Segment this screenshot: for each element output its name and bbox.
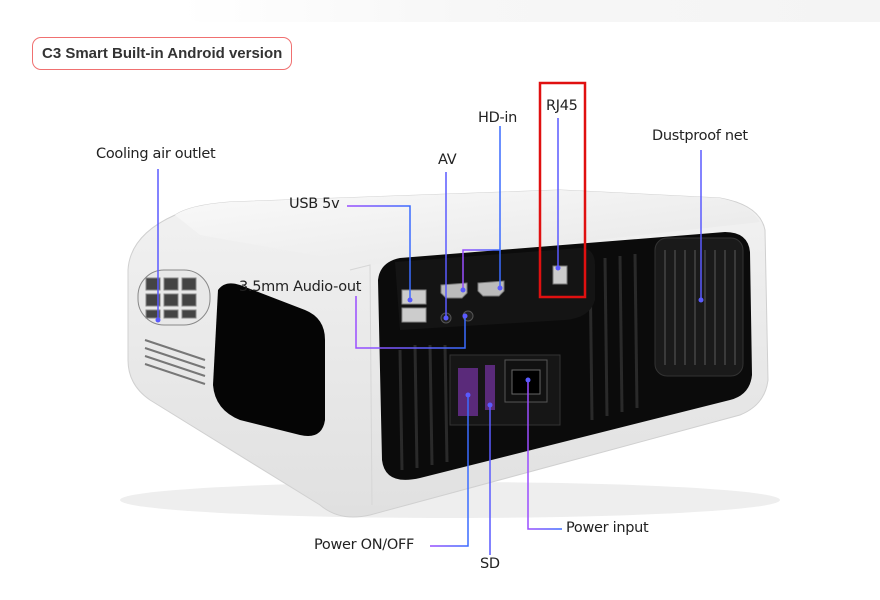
label-hd-in: HD-in xyxy=(478,110,518,126)
rear-slots xyxy=(398,253,639,471)
hdmi-port xyxy=(477,280,505,297)
hdmi-port xyxy=(440,282,468,299)
usb-port xyxy=(401,289,427,305)
lens-window xyxy=(213,283,325,436)
callout-dots xyxy=(155,265,704,408)
side-grille xyxy=(137,269,211,326)
usb-port xyxy=(401,307,427,323)
label-power-on-off: Power ON/OFF xyxy=(314,537,415,553)
label-audio-out: 3.5mm Audio-out xyxy=(239,279,362,295)
label-power-input: Power input xyxy=(566,520,649,536)
power-socket xyxy=(511,369,541,395)
label-dustproof-net: Dustproof net xyxy=(652,128,748,144)
callout-power-switch xyxy=(430,395,469,547)
floor-shadow xyxy=(120,482,780,518)
projector-body xyxy=(127,189,769,518)
dustproof-net-grille xyxy=(654,237,744,377)
rj45-highlight-box xyxy=(538,81,587,299)
callout-usb xyxy=(347,205,411,300)
label-cooling-air-outlet: Cooling air outlet xyxy=(96,146,216,162)
rj45-port xyxy=(552,265,568,285)
callout-hdmi xyxy=(462,126,501,290)
label-rj45: RJ45 xyxy=(546,98,578,114)
label-usb: USB 5v xyxy=(289,196,340,212)
sd-slot xyxy=(485,365,495,410)
label-sd: SD xyxy=(480,556,500,572)
top-shadow-band xyxy=(180,0,880,22)
title-badge: C3 Smart Built-in Android version xyxy=(32,37,293,70)
callout-power-input xyxy=(527,380,562,530)
label-av: AV xyxy=(438,152,457,168)
side-vents xyxy=(144,339,206,385)
power-switch xyxy=(458,368,478,416)
callout-audio xyxy=(355,296,466,349)
